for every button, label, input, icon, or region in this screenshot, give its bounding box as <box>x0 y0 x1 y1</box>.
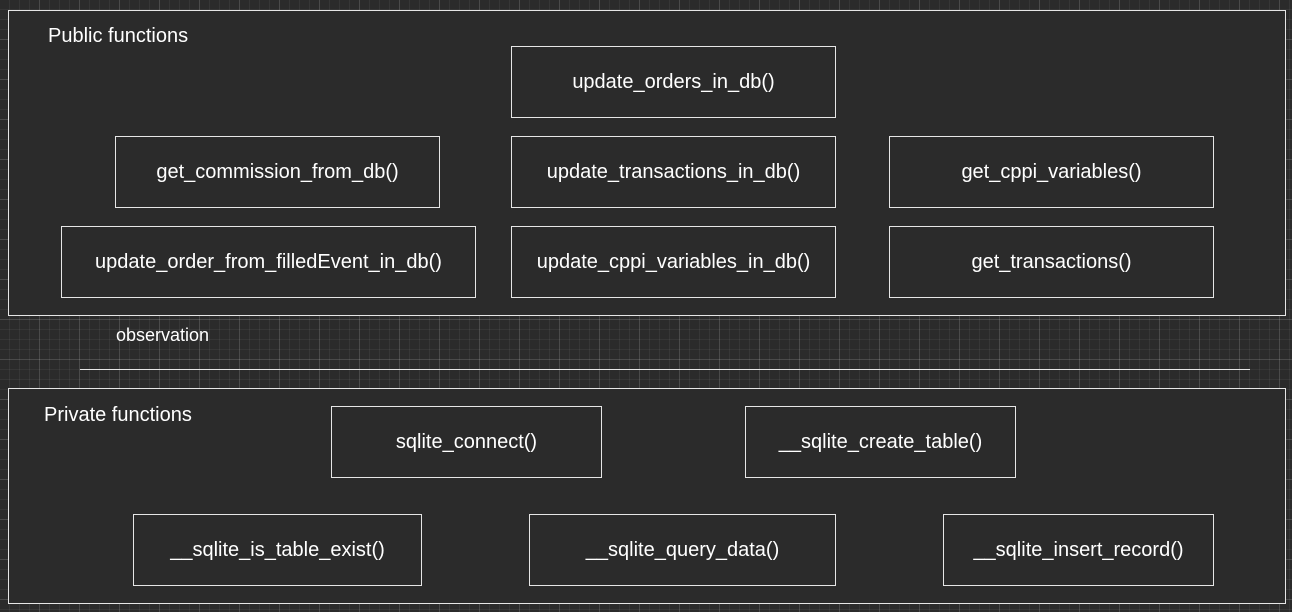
function-get-cppi-variables: get_cppi_variables() <box>889 136 1214 208</box>
function-get-transactions: get_transactions() <box>889 226 1214 298</box>
function-update-transactions-in-db: update_transactions_in_db() <box>511 136 836 208</box>
function-sqlite-is-table-exist: __sqlite_is_table_exist() <box>133 514 422 586</box>
function-update-cppi-variables-in-db: update_cppi_variables_in_db() <box>511 226 836 298</box>
public-functions-title: Public functions <box>48 25 189 47</box>
function-update-orders-in-db: update_orders_in_db() <box>511 46 836 118</box>
function-update-order-from-filledevent-in-db: update_order_from_filledEvent_in_db() <box>61 226 476 298</box>
function-sqlite-query-data: __sqlite_query_data() <box>529 514 836 586</box>
observation-separator-line <box>80 369 1250 370</box>
function-sqlite-connect: sqlite_connect() <box>331 406 602 478</box>
function-sqlite-create-table: __sqlite_create_table() <box>745 406 1016 478</box>
private-functions-title: Private functions <box>44 404 192 426</box>
function-sqlite-insert-record: __sqlite_insert_record() <box>943 514 1214 586</box>
function-get-commission-from-db: get_commission_from_db() <box>115 136 440 208</box>
observation-label: observation <box>116 325 210 345</box>
